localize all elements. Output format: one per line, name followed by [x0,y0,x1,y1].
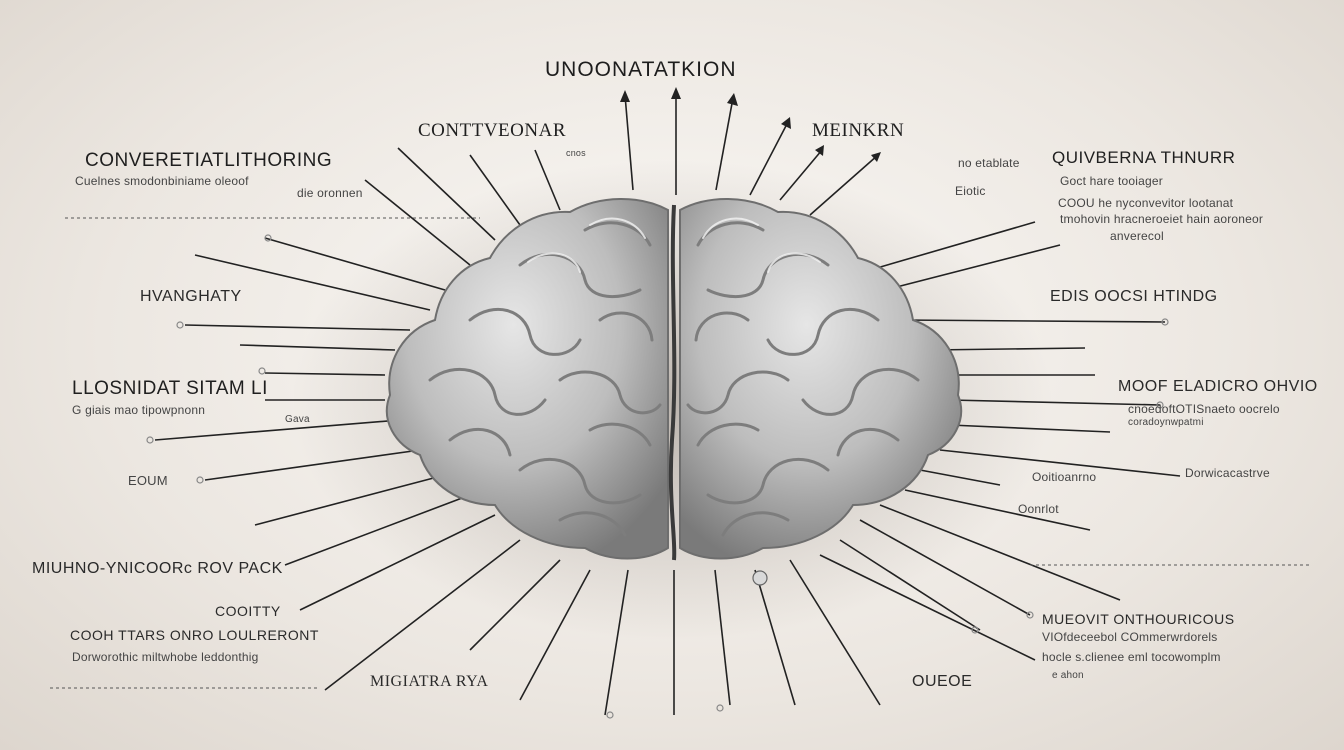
right-6-small: Oonrlot [1018,502,1059,516]
brain-illustration [385,198,963,561]
top-left-heading: CONTTVEONAR [418,120,566,141]
left-5-heading: MIUHNO-YNICOORc ROV PACK [32,560,283,577]
left-hemisphere [385,198,669,560]
leader-lines [154,92,1181,716]
right-1-sub4: anverecol [1110,229,1164,243]
left-3-sub2: Gava [285,414,310,425]
right-3-sub2: coradoynwpatmi [1128,417,1204,428]
left-7-sub: Dorworothic miltwhobe leddonthig [72,650,259,664]
right-2-heading: EDIS OOCSI HTINDG [1050,288,1218,305]
right-1-sub3: tmohovin hracneroeiet hain aoroneor [1060,212,1264,226]
left-2-heading: HVANGHATY [140,288,242,305]
right-3-heading: MOOF ELADICRO OHVIO [1118,378,1318,395]
right-0-small2: Eiotic [955,184,986,198]
right-1-sub2: COOU he nyconvevitor lootanat [1058,196,1234,210]
right-1-heading: QUIVBERNA THNURR [1052,148,1236,167]
diagram-title: UNOONATATKION [545,58,737,81]
right-7-sub: VIOfdeceebol COmmerwrdorels [1042,630,1218,644]
right-1-sub: Goct hare tooiager [1060,174,1163,188]
right-4-small: Dorwicacastrve [1185,466,1270,480]
bottom-left-heading: MIGIATRA RYA [370,673,489,690]
bottom-right-heading: OUEOE [912,673,973,690]
right-7-heading: MUEOVIT ONTHOURICOUS [1042,611,1235,627]
left-1-sub: Cuelnes smodonbiniame oleoof [75,174,249,188]
connector-dots [146,234,1169,719]
dashed-rules [50,217,1310,689]
right-hemisphere [679,198,963,560]
longitudinal-fissure [668,204,677,561]
left-1-heading: CONVERETIATLITHORING [85,150,333,171]
marker-bead [752,570,768,586]
right-5-small: Ooitioanrno [1032,470,1097,484]
left-3-sub: G giais mao tipowpnonn [72,403,206,417]
right-0-small: no etablate [958,156,1020,170]
top-right-heading: MEINKRN [812,120,905,141]
left-1-sub2: die oronnen [297,186,363,200]
left-3-heading: LLOSNIDAT SITAM LI [72,378,268,399]
left-4-heading: EOUM [128,473,168,488]
top-left-small: cnos [566,148,586,158]
right-3-sub: cnoedoftOTISnaeto oocrelo [1128,402,1280,416]
left-7-heading: COOH TTARS ONRO LOULRERONT [70,627,319,643]
left-6-heading: COOITTY [215,603,281,619]
right-7-sub3: e ahon [1052,670,1084,681]
right-7-sub2: hocle s.clienee eml tocowomplm [1042,650,1221,664]
arrowheads [620,87,881,162]
